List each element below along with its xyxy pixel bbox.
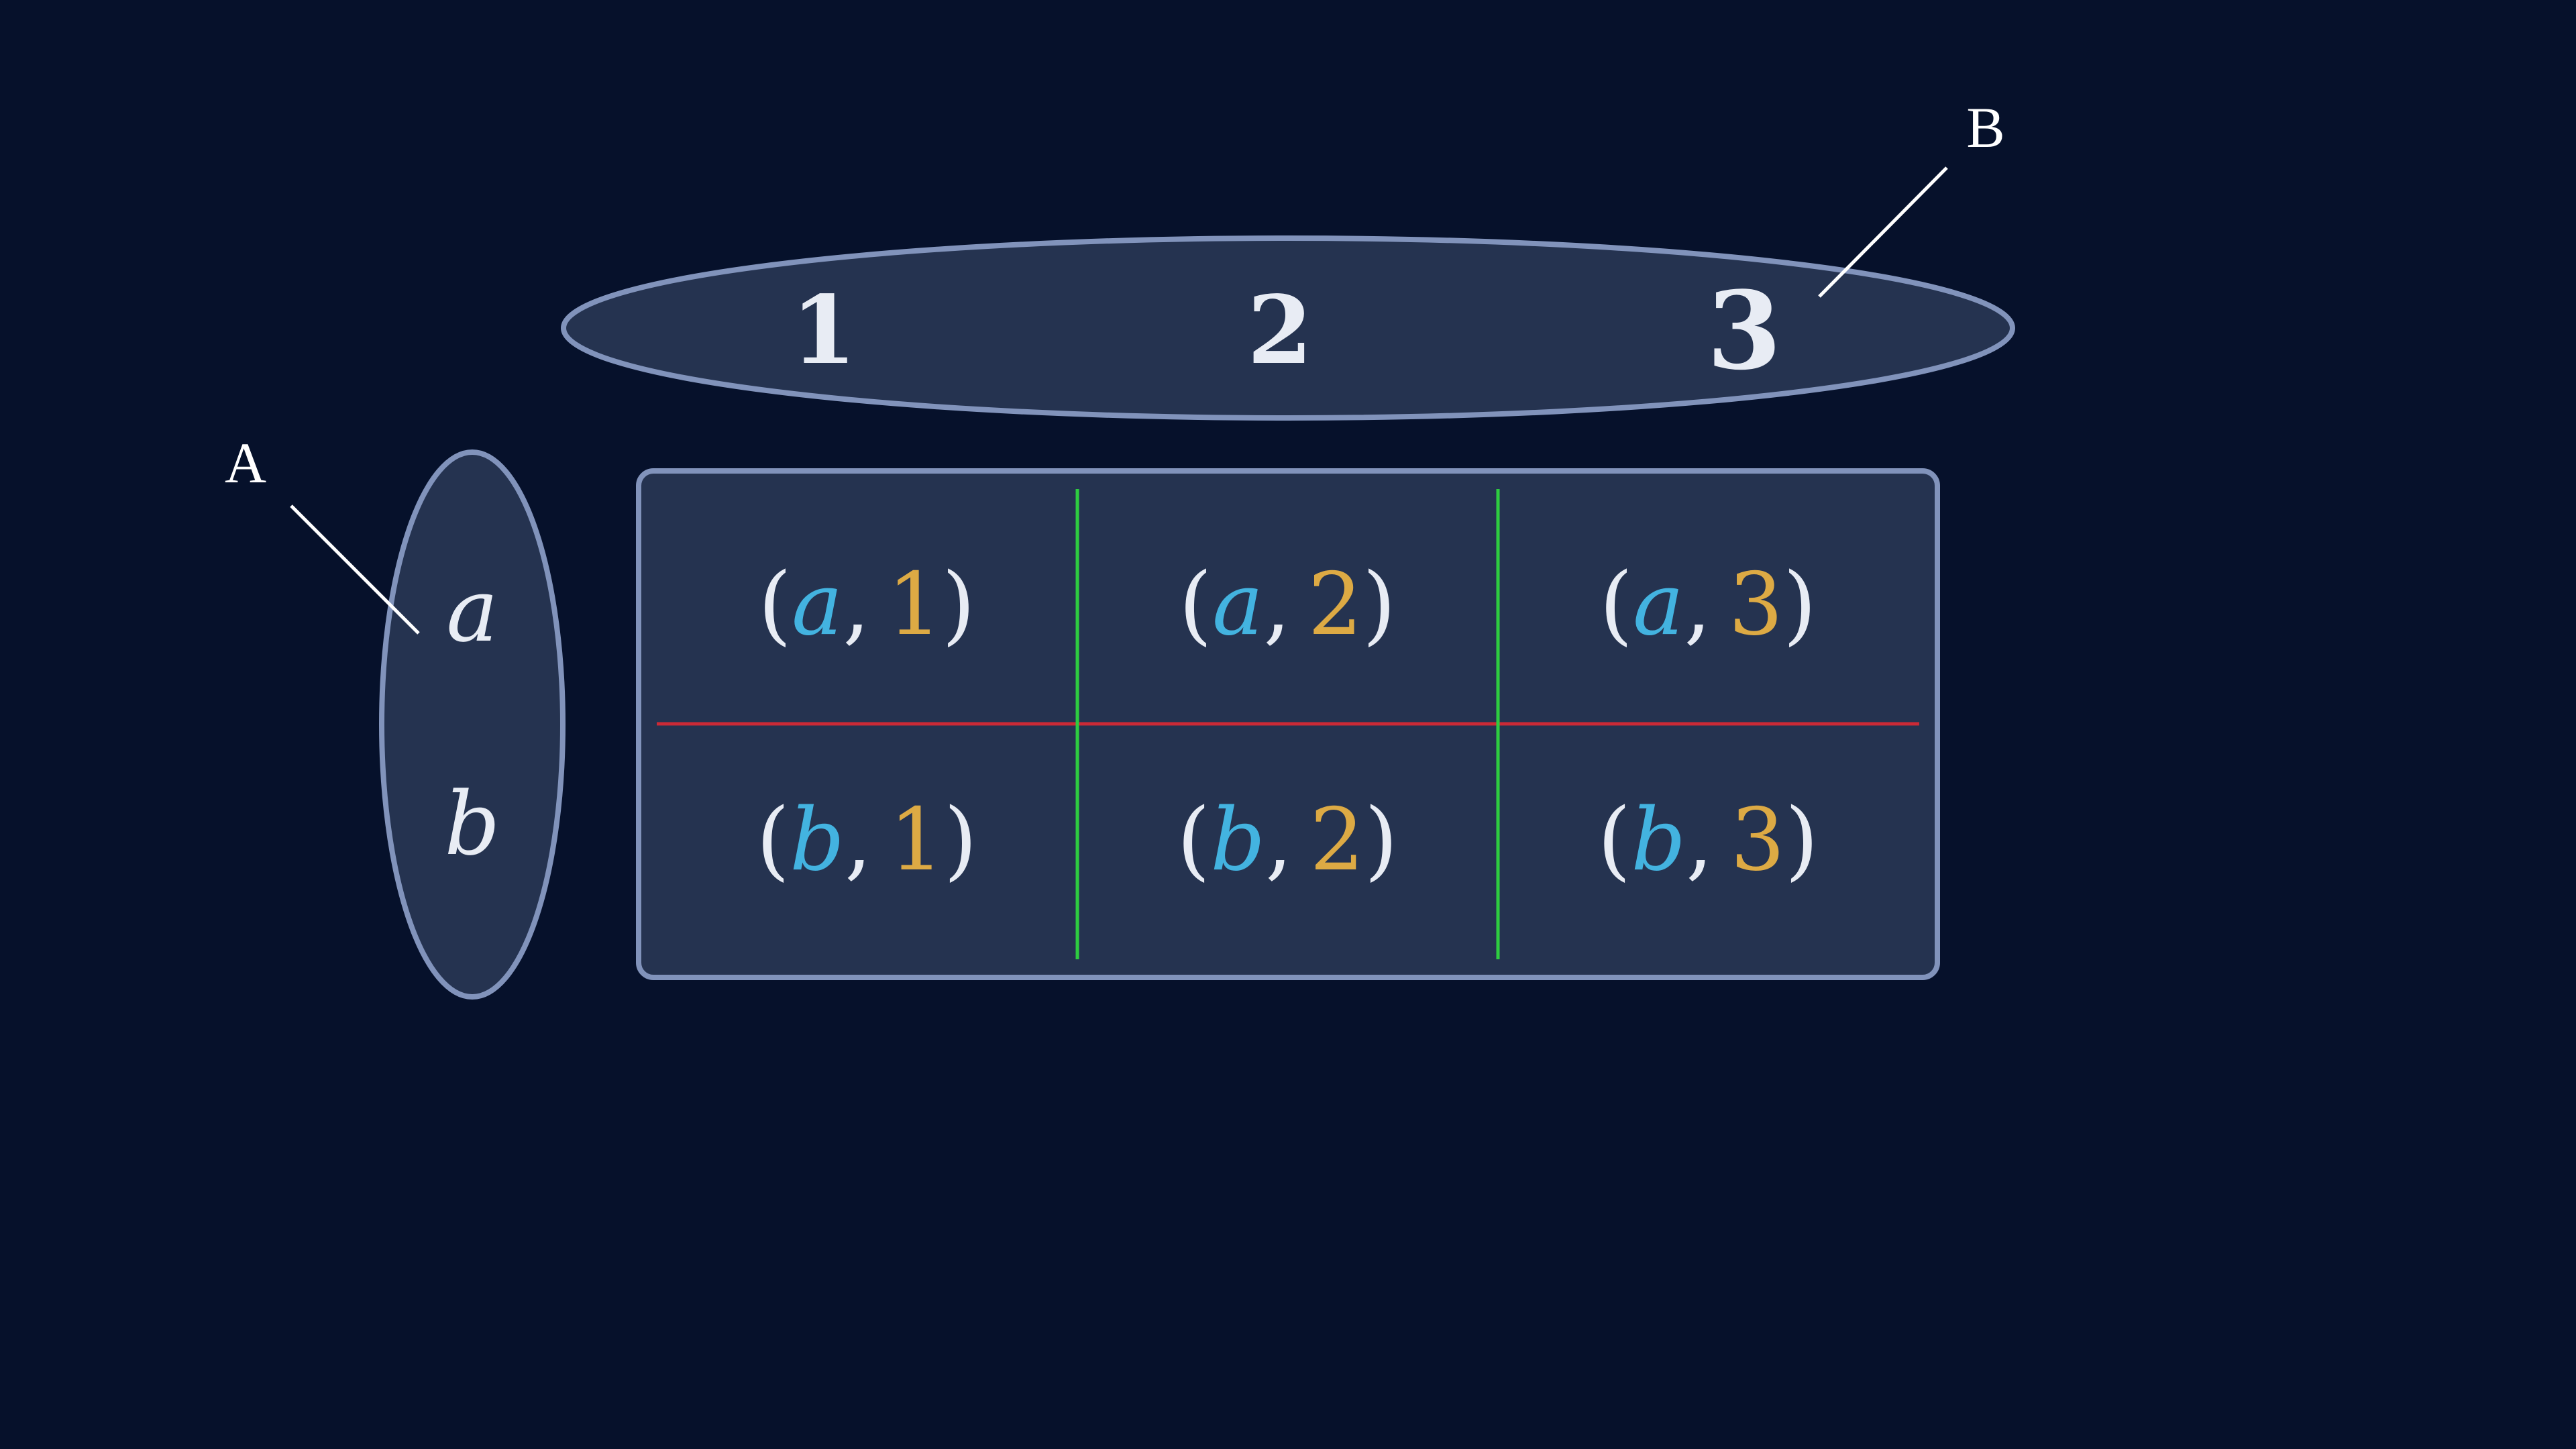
- first-component: b: [1210, 790, 1265, 890]
- set-b-element-3: 3: [1707, 268, 1781, 394]
- first-component: b: [1631, 790, 1686, 890]
- open-paren: (: [1177, 790, 1210, 890]
- comma: ,: [1686, 790, 1730, 890]
- set-a-label: A: [225, 431, 266, 495]
- set-b-pointer-line: [1818, 166, 1948, 298]
- second-component: 2: [1309, 790, 1364, 890]
- set-a-pointer-line: [290, 504, 420, 635]
- first-component: a: [1212, 555, 1263, 655]
- open-paren: (: [756, 790, 790, 890]
- set-a-element-a: a: [446, 559, 498, 661]
- first-component: a: [792, 555, 843, 655]
- set-a-label-group: A: [225, 431, 420, 635]
- second-component: 1: [888, 555, 942, 655]
- comma: ,: [1265, 790, 1309, 890]
- close-paren: ): [1362, 555, 1396, 655]
- set-a: a b: [379, 449, 566, 1000]
- open-paren: (: [758, 555, 792, 655]
- set-b-label-group: B: [1818, 95, 2005, 298]
- set-a-ellipse: [379, 449, 566, 1000]
- set-b-element-2: 2: [1247, 276, 1312, 386]
- pairs-layer: (a, 1)(a, 2)(a, 3)(b, 1)(b, 2)(b, 3): [756, 555, 1819, 890]
- open-paren: (: [1597, 790, 1631, 890]
- pair-b-3: (b, 3): [1597, 790, 1819, 890]
- second-component: 3: [1730, 790, 1784, 890]
- pair-b-2: (b, 2): [1177, 790, 1398, 890]
- first-component: a: [1633, 555, 1684, 655]
- close-paren: ): [1364, 790, 1398, 890]
- close-paren: ): [942, 555, 975, 655]
- set-b-element-1: 1: [791, 276, 856, 386]
- close-paren: ): [944, 790, 977, 890]
- set-b: 1 2 3: [561, 235, 2015, 421]
- comma: ,: [1684, 555, 1728, 655]
- set-b-label: B: [1966, 95, 2004, 160]
- second-component: 1: [889, 790, 943, 890]
- first-component: b: [790, 790, 845, 890]
- open-paren: (: [1599, 555, 1633, 655]
- close-paren: ): [1783, 555, 1817, 655]
- pair-b-1: (b, 1): [756, 790, 977, 890]
- pair-a-1: (a, 1): [758, 555, 975, 655]
- set-a-element-b: b: [444, 773, 500, 875]
- set-b-ellipse: [561, 235, 2015, 421]
- close-paren: ): [1785, 790, 1819, 890]
- pair-a-2: (a, 2): [1179, 555, 1396, 655]
- second-component: 2: [1308, 555, 1362, 655]
- product-table: (a, 1)(a, 2)(a, 3)(b, 1)(b, 2)(b, 3): [636, 468, 1940, 980]
- comma: ,: [843, 555, 887, 655]
- open-paren: (: [1179, 555, 1212, 655]
- comma: ,: [1263, 555, 1307, 655]
- pair-a-3: (a, 3): [1599, 555, 1817, 655]
- comma: ,: [845, 790, 889, 890]
- second-component: 3: [1729, 555, 1783, 655]
